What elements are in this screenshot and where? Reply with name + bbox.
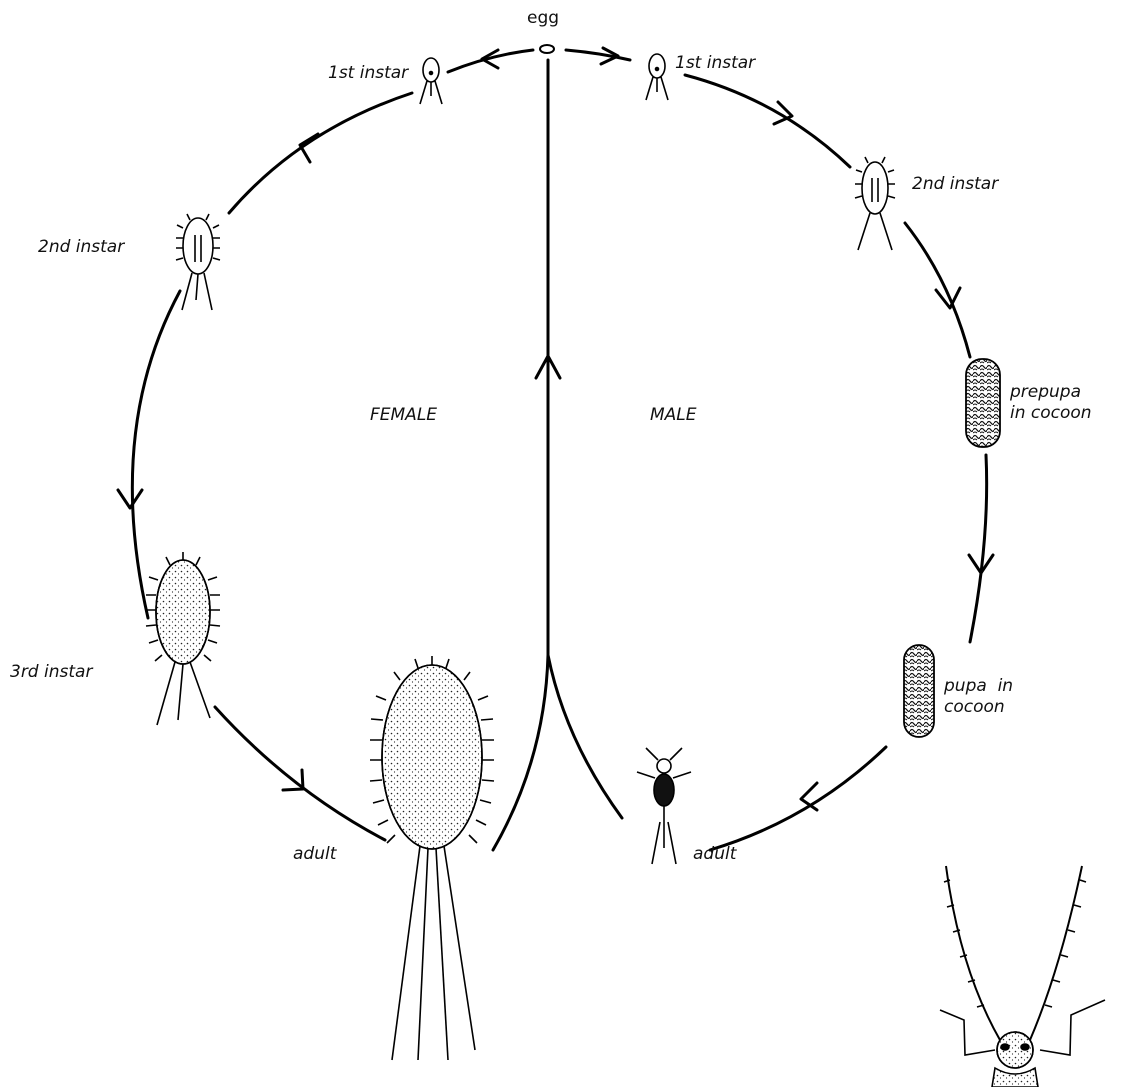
male-arc-egg-1st [566, 50, 630, 60]
female-section-label: FEMALE [370, 405, 437, 425]
male-arc-prepupa-pupa [970, 455, 987, 642]
pupa-cocoon-icon [904, 645, 934, 737]
prepupa-label-line2: in cocoon [1010, 403, 1092, 423]
arrow-female-2nd-icon [118, 490, 142, 508]
male-section-label: MALE [650, 405, 697, 425]
female-first-instar-label: 1st instar [328, 63, 408, 83]
male-first-instar-icon [646, 54, 668, 100]
female-return-curve [493, 655, 548, 850]
female-second-instar-label: 2nd instar [38, 237, 124, 257]
female-second-instar-icon [176, 214, 220, 310]
female-third-instar-icon [146, 552, 220, 725]
arrow-male-pupa-icon [801, 783, 817, 810]
female-arc-3rd-adult [215, 707, 385, 840]
egg-label: egg [527, 8, 559, 28]
pupa-label-line2: cocoon [944, 697, 1005, 717]
male-adult-icon [637, 748, 691, 864]
male-adult-detail-icon [940, 866, 1105, 1087]
male-adult-label: adult [693, 844, 736, 864]
female-arc-1st-2nd [229, 93, 412, 213]
male-first-instar-label: 1st instar [675, 53, 755, 73]
pupa-label-line1: pupa in [944, 676, 1013, 696]
prepupa-label-line1: prepupa [1010, 382, 1081, 402]
prepupa-cocoon-icon [966, 359, 1000, 447]
male-second-instar-label: 2nd instar [912, 174, 998, 194]
female-third-instar-label: 3rd instar [10, 662, 92, 682]
male-arc-pupa-adult [710, 747, 886, 850]
female-adult-icon [370, 656, 494, 1060]
male-return-curve [548, 655, 622, 818]
arrowheads [118, 48, 993, 810]
egg-icon [540, 45, 554, 53]
female-adult-label: adult [293, 844, 336, 864]
male-arc-1st-2nd [685, 75, 850, 167]
female-first-instar-icon [420, 58, 442, 104]
male-second-instar-icon [855, 157, 895, 250]
